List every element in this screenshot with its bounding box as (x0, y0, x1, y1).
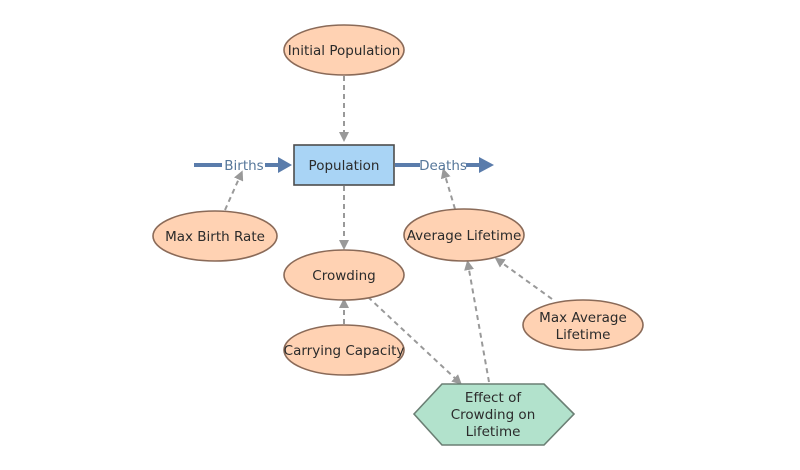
initial-population-oval (283, 24, 405, 76)
max-birth-rate-label: Max Birth Rate (165, 229, 265, 245)
link-maxlifetime-to-lifetime (494, 257, 553, 300)
max-average-lifetime-label-line-2: Lifetime (556, 327, 611, 343)
crowding-label: Crowding (312, 268, 375, 284)
average-lifetime-oval (403, 208, 525, 262)
max-average-lifetime-oval (522, 299, 644, 351)
deaths-flow[interactable]: Deaths (395, 157, 494, 174)
max-average-lifetime-label-line-1: Max Average (539, 310, 627, 326)
link-maxbirth-to-births (224, 170, 244, 211)
births-arrow-icon (278, 157, 292, 173)
initial-population-node[interactable]: Initial Population (283, 24, 405, 76)
population-stock[interactable]: Population (293, 144, 395, 186)
births-label: Births (224, 158, 263, 174)
effect-of-crowding-node[interactable]: Effect of Crowding on Lifetime (412, 383, 576, 446)
effect-of-crowding-label-line-1: Effect of (465, 390, 522, 406)
population-label: Population (309, 158, 380, 174)
deaths-arrow-icon (479, 157, 494, 173)
carrying-capacity-oval (283, 324, 405, 376)
max-average-lifetime-node[interactable]: Max Average Lifetime (522, 299, 644, 351)
link-lifetime-to-deaths (440, 168, 456, 210)
initial-population-label: Initial Population (288, 43, 401, 59)
deaths-label: Deaths (419, 158, 467, 174)
carrying-capacity-label: Carrying Capacity (284, 343, 405, 359)
carrying-capacity-node[interactable]: Carrying Capacity (283, 324, 405, 376)
link-arrows (224, 76, 553, 385)
effect-of-crowding-label-line-3: Lifetime (466, 424, 521, 440)
effect-of-crowding-label-line-2: Crowding on (451, 407, 536, 423)
population-box (293, 144, 395, 186)
link-effect-to-lifetime (464, 260, 490, 383)
crowding-oval (283, 249, 405, 301)
max-birth-rate-oval (152, 210, 278, 262)
average-lifetime-node[interactable]: Average Lifetime (403, 208, 525, 262)
births-flow[interactable]: Births (194, 157, 292, 174)
link-crowding-to-effect (367, 296, 462, 385)
average-lifetime-label: Average Lifetime (407, 228, 522, 244)
effect-of-crowding-hexagon (412, 383, 576, 446)
crowding-node[interactable]: Crowding (283, 249, 405, 301)
max-birth-rate-node[interactable]: Max Birth Rate (152, 210, 278, 262)
